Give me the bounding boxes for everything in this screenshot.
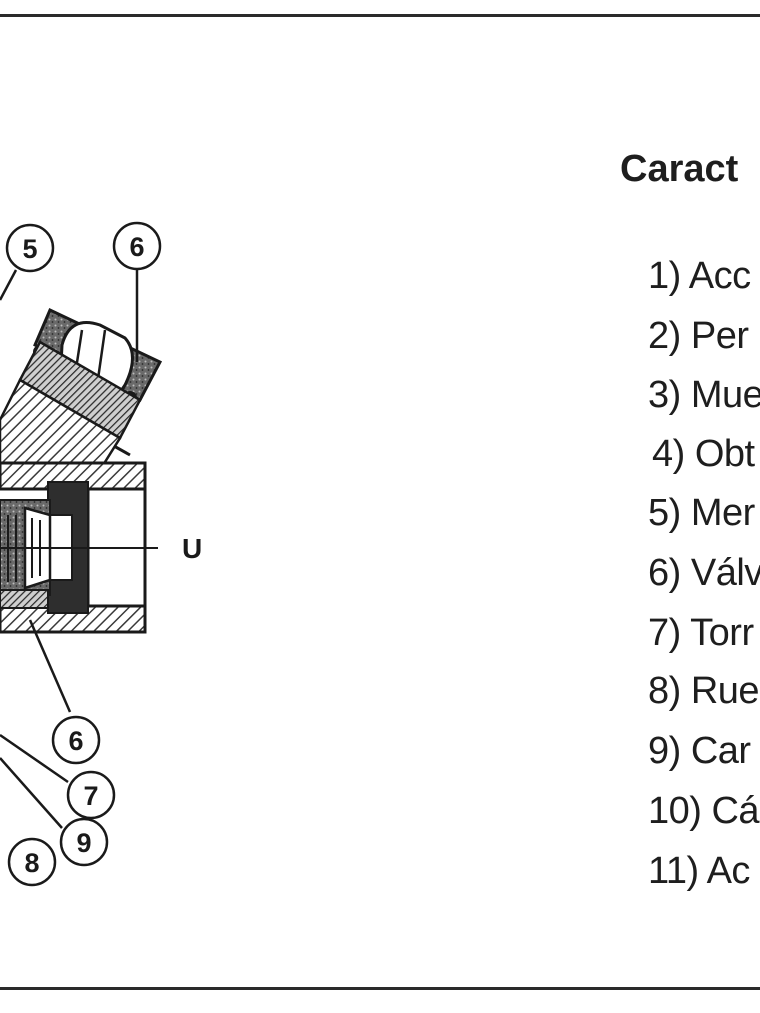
leader-9 <box>0 757 63 829</box>
callout-7: 7 <box>66 770 116 820</box>
legend-item-9: 9) Car <box>648 730 751 772</box>
callout-6-top: 6 <box>112 221 162 271</box>
svg-text:7: 7 <box>83 781 98 811</box>
callout-8: 8 <box>7 837 57 887</box>
bottom-border-line <box>0 987 760 990</box>
legend-item-2: 2) Per <box>648 315 749 357</box>
leader-7 <box>0 733 69 784</box>
bonnet-assembly <box>0 307 163 472</box>
legend-item-7: 7) Torr <box>648 612 754 654</box>
lower-block <box>0 589 49 609</box>
svg-text:5: 5 <box>22 234 37 264</box>
legend-item-4: 4) Obt <box>652 433 755 475</box>
legend-item-6: 6) Válv <box>648 552 760 594</box>
leader-6-bottom <box>28 619 72 713</box>
callout-9: 9 <box>59 817 109 867</box>
legend-item-3: 3) Mue <box>648 374 760 416</box>
port-label-u: U <box>182 533 202 564</box>
callout-5: 5 <box>5 223 55 273</box>
svg-text:9: 9 <box>76 828 91 858</box>
bonnet-neck <box>0 378 122 472</box>
legend-item-1: 1) Acc <box>648 255 751 297</box>
legend-item-10: 10) Cá <box>648 790 760 832</box>
svg-text:8: 8 <box>24 848 39 878</box>
legend-item-11: 11) Ac <box>648 850 750 892</box>
leader-lines <box>0 269 139 829</box>
svg-text:6: 6 <box>68 726 83 756</box>
svg-text:6: 6 <box>129 232 144 262</box>
legend-title: Caract <box>620 148 739 190</box>
valve-body <box>0 461 158 634</box>
legend-item-5: 5) Mer <box>648 492 755 534</box>
top-border-line <box>0 14 760 17</box>
leader-5 <box>0 269 18 301</box>
callout-6-bottom: 6 <box>51 715 101 765</box>
legend-item-8: 8) Rue <box>648 670 760 712</box>
